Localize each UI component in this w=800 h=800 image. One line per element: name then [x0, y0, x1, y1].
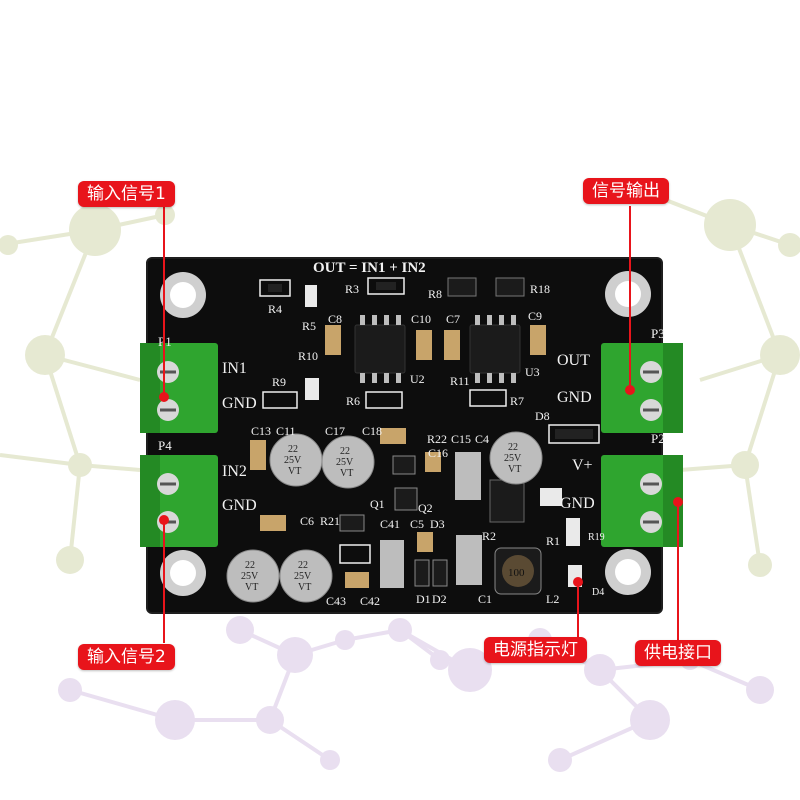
callout-input-signal-2: 输入信号2 [78, 644, 175, 670]
terminal-block-p3 [601, 343, 683, 433]
svg-text:25V: 25V [284, 455, 302, 466]
svg-text:22: 22 [340, 446, 350, 457]
svg-text:VT: VT [298, 582, 311, 593]
svg-text:R4: R4 [268, 302, 282, 316]
svg-text:R9: R9 [272, 375, 286, 389]
svg-text:22: 22 [508, 442, 518, 453]
svg-text:C5: C5 [410, 517, 424, 531]
svg-text:C16: C16 [428, 446, 448, 460]
svg-text:Q1: Q1 [370, 497, 385, 511]
svg-text:P3: P3 [651, 326, 665, 341]
svg-text:R11: R11 [450, 374, 470, 388]
svg-text:25V: 25V [241, 571, 259, 582]
callout-power-indicator: 电源指示灯 [484, 637, 587, 663]
svg-text:C9: C9 [528, 309, 542, 323]
svg-text:R10: R10 [298, 349, 318, 363]
inductor-l2 [494, 547, 542, 595]
svg-text:U3: U3 [525, 365, 540, 379]
svg-text:VT: VT [508, 464, 521, 475]
svg-text:Q2: Q2 [418, 501, 433, 515]
smd-components [250, 277, 600, 588]
svg-text:V+: V+ [572, 457, 593, 474]
svg-text:25V: 25V [336, 457, 354, 468]
svg-text:D3: D3 [430, 517, 445, 531]
svg-text:25V: 25V [504, 453, 522, 464]
mounting-holes [160, 271, 651, 596]
svg-text:GND: GND [222, 497, 257, 514]
svg-text:R1: R1 [546, 534, 560, 548]
svg-text:C1: C1 [478, 592, 492, 606]
terminal-block-p2 [601, 455, 683, 547]
svg-text:C13: C13 [251, 424, 271, 438]
svg-text:C6: C6 [300, 514, 314, 528]
svg-text:VT: VT [340, 468, 353, 479]
svg-text:R7: R7 [510, 394, 524, 408]
svg-text:VT: VT [288, 466, 301, 477]
svg-text:IN2: IN2 [222, 463, 247, 480]
ic-u2 [354, 315, 406, 383]
svg-text:R2: R2 [482, 529, 496, 543]
svg-text:R5: R5 [302, 319, 316, 333]
svg-text:R8: R8 [428, 287, 442, 301]
svg-text:D8: D8 [535, 409, 550, 423]
svg-text:R22: R22 [427, 432, 447, 446]
terminal-block-p1 [140, 343, 218, 433]
svg-text:D4: D4 [592, 587, 604, 598]
svg-text:P4: P4 [158, 438, 172, 453]
svg-text:U2: U2 [410, 372, 425, 386]
svg-text:C42: C42 [360, 594, 380, 608]
svg-text:C11: C11 [276, 424, 296, 438]
svg-text:C8: C8 [328, 312, 342, 326]
svg-text:C17: C17 [325, 424, 345, 438]
svg-text:C43: C43 [326, 594, 346, 608]
svg-text:22: 22 [298, 560, 308, 571]
electrolytic-capacitors [226, 431, 543, 603]
silkscreen-labels: OUT = IN1 + IN2 IN1 GND IN2 GND OUT GND … [158, 260, 665, 608]
svg-text:R6: R6 [346, 394, 360, 408]
svg-text:R19: R19 [588, 532, 605, 543]
callout-signal-output: 信号输出 [583, 178, 669, 204]
svg-text:D1: D1 [416, 592, 431, 606]
terminal-block-p4 [140, 455, 218, 547]
svg-text:R3: R3 [345, 282, 359, 296]
svg-text:25V: 25V [294, 571, 312, 582]
svg-text:C7: C7 [446, 312, 460, 326]
svg-text:C15: C15 [451, 432, 471, 446]
ic-u3 [469, 315, 521, 383]
svg-text:GND: GND [557, 389, 592, 406]
svg-text:D2: D2 [432, 592, 447, 606]
svg-text:22: 22 [245, 560, 255, 571]
formula-label: OUT = IN1 + IN2 [313, 260, 426, 276]
svg-text:L2: L2 [546, 592, 559, 606]
svg-text:P2: P2 [651, 431, 665, 446]
svg-text:GND: GND [560, 495, 595, 512]
svg-text:C10: C10 [411, 312, 431, 326]
svg-text:22: 22 [288, 444, 298, 455]
svg-text:GND: GND [222, 395, 257, 412]
svg-text:C4: C4 [475, 432, 489, 446]
svg-text:C18: C18 [362, 424, 382, 438]
svg-text:R18: R18 [530, 282, 550, 296]
svg-text:R21: R21 [320, 514, 340, 528]
svg-text:IN1: IN1 [222, 360, 247, 377]
svg-text:OUT: OUT [557, 352, 590, 369]
svg-text:100: 100 [508, 567, 525, 579]
network-nodes [0, 199, 800, 772]
callout-input-signal-1: 输入信号1 [78, 181, 175, 207]
svg-text:VT: VT [245, 582, 258, 593]
callout-power-interface: 供电接口 [635, 640, 721, 666]
svg-text:C41: C41 [380, 517, 400, 531]
callout-leaders [159, 206, 683, 643]
